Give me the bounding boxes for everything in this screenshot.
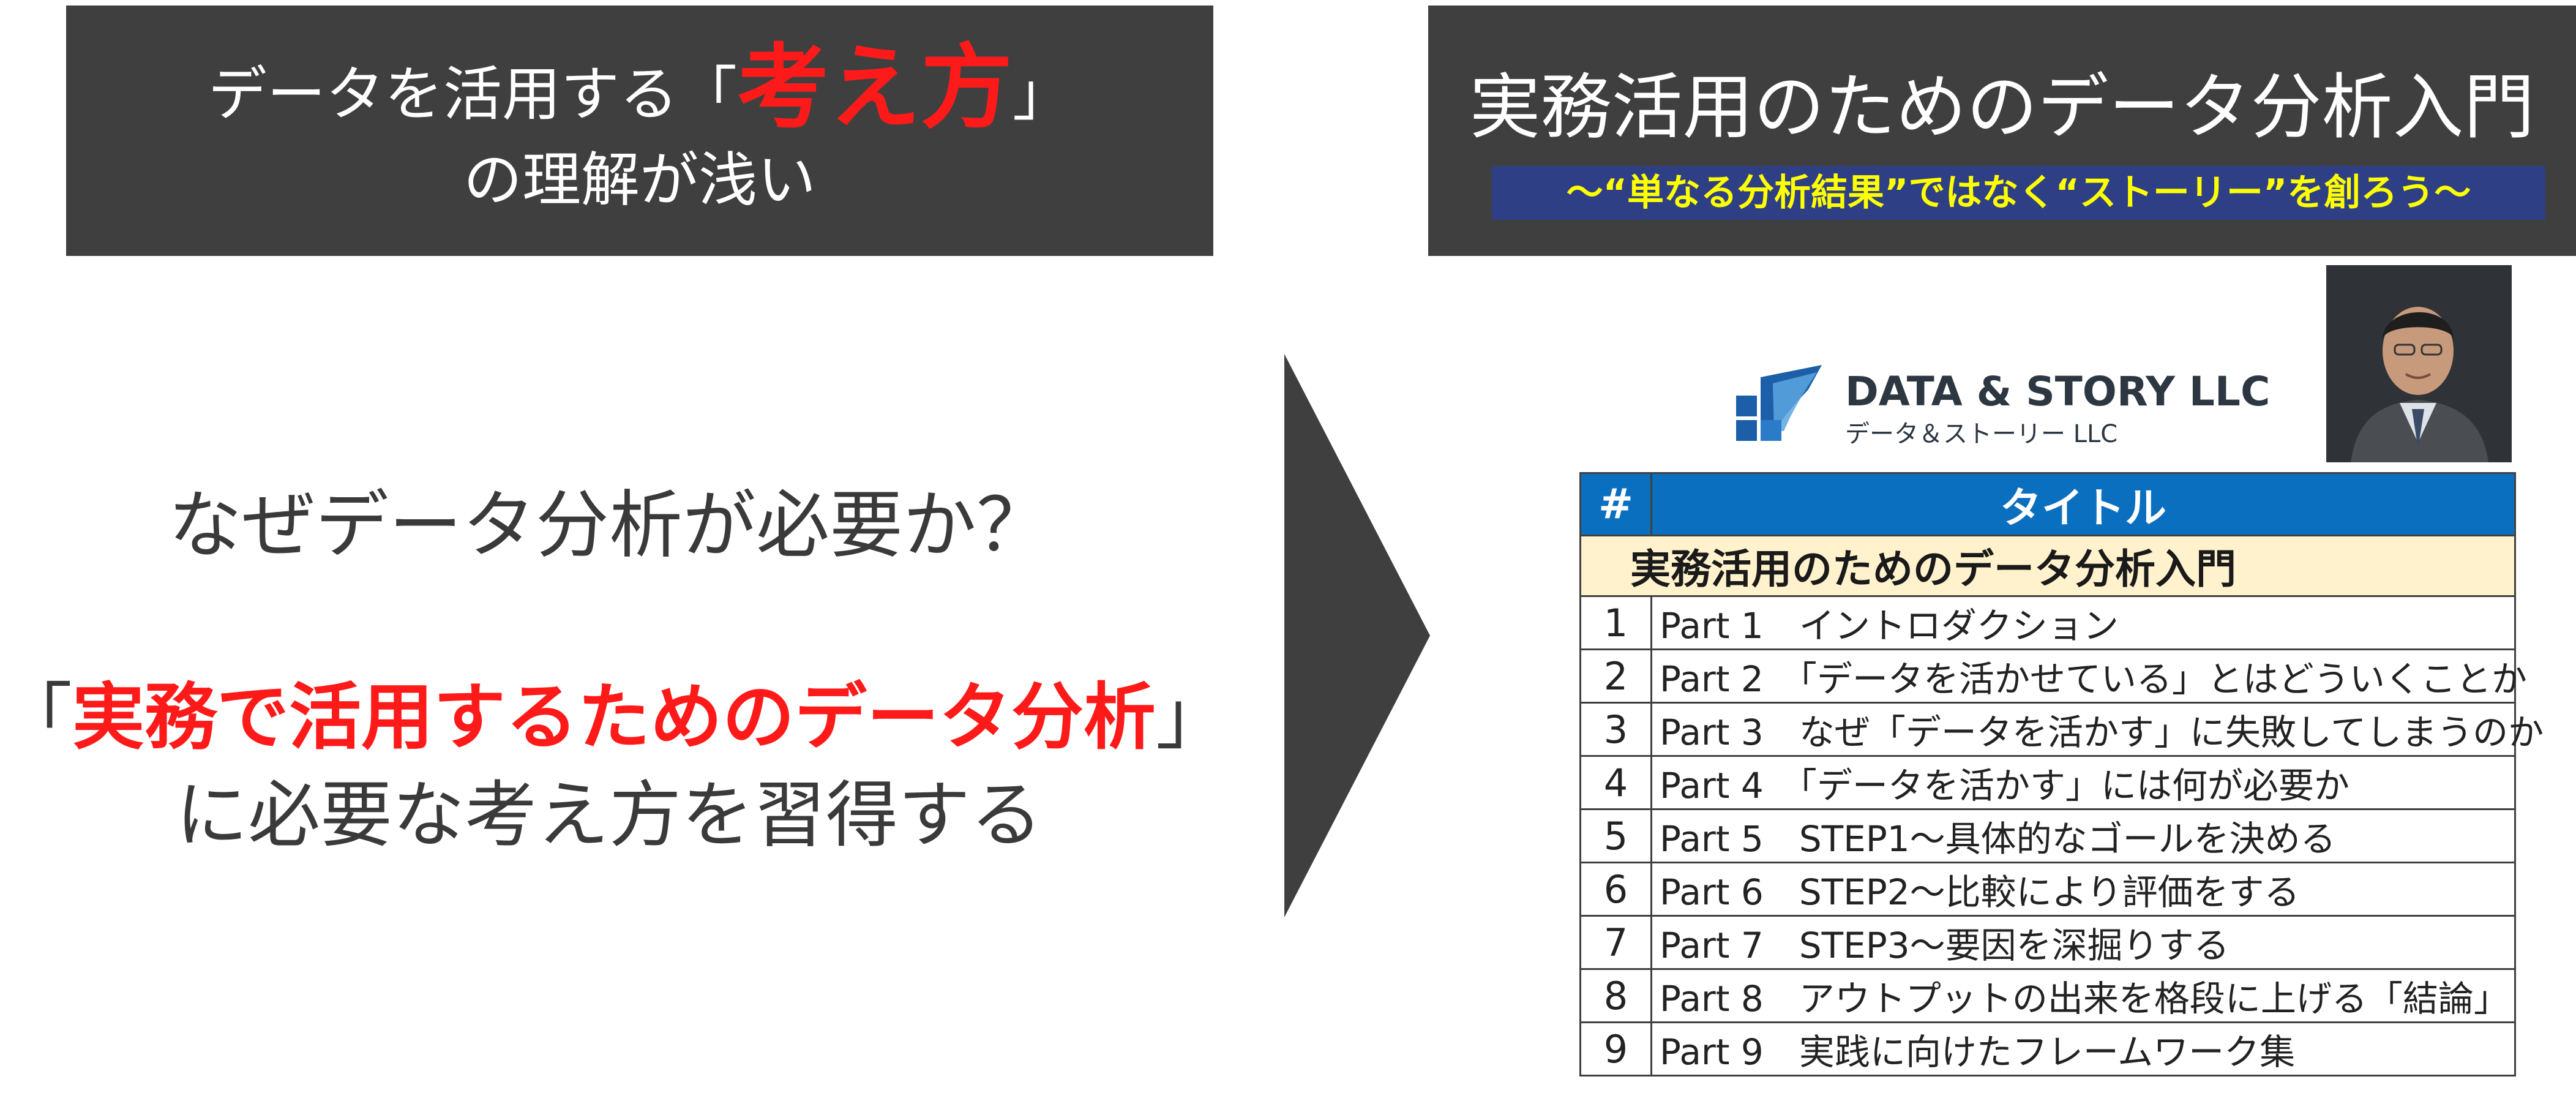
row-title: Part 8 アウトプットの出来を格段に上げる「結論」 <box>1650 968 2516 1023</box>
logo-subtitle: データ＆ストーリー LLC <box>1845 420 2118 448</box>
row-number: 6 <box>1579 862 1652 917</box>
row-title: Part 5 STEP1〜具体的なゴールを決める <box>1650 808 2516 863</box>
row-number: 7 <box>1579 915 1652 970</box>
logo-mark-icon <box>1736 365 1822 441</box>
course-title-box: 実務活用のためのデータ分析入門 〜“単なる分析結果”ではなく“ストーリー”を創ろ… <box>1428 6 2576 256</box>
row-title: Part 9 実践に向けたフレームワーク集 <box>1650 1021 2516 1077</box>
row-title: Part 4 「データを活かす」には何が必要か <box>1650 755 2516 810</box>
problem-line-2: の理解が浅い <box>463 145 816 214</box>
row-number: 2 <box>1579 648 1652 704</box>
row-number: 1 <box>1579 595 1652 650</box>
row-number: 4 <box>1579 755 1652 810</box>
problem-box: データを活用する「考え方」 の理解が浅い <box>66 6 1213 256</box>
question-text: なぜデータ分析が必要か？ <box>168 483 1050 568</box>
row-title: Part 3 なぜ「データを活かす」に失敗してしまうのか <box>1650 702 2544 757</box>
person-icon <box>2326 265 2512 462</box>
goal-line-2: に必要な考え方を習得する <box>175 773 1043 857</box>
row-number: 9 <box>1579 1021 1652 1077</box>
course-subtitle: 〜“単なる分析結果”ではなく“ストーリー”を創ろう〜 <box>1492 166 2545 220</box>
presenter-photo <box>2326 265 2512 462</box>
section-title: 実務活用のためのデータ分析入門 <box>1579 535 2516 597</box>
column-header-number: # <box>1579 472 1652 536</box>
column-header-title: タイトル <box>1650 472 2516 536</box>
row-number: 8 <box>1579 968 1652 1023</box>
section-row: 実務活用のためのデータ分析入門 <box>1579 535 2516 597</box>
company-logo: DATA & STORY LLC データ＆ストーリー LLC <box>1736 365 2287 448</box>
logo-name: DATA & STORY LLC <box>1845 368 2271 415</box>
problem-line-1: データを活用する「考え方」 <box>208 42 1071 140</box>
table-header-row: # タイトル <box>1579 472 2516 536</box>
arrow-right-icon <box>1284 354 1430 917</box>
problem-text: データを活用する「 <box>208 59 737 129</box>
goal-emphasis: 実務で活用するためのデータ分析 <box>72 675 1156 759</box>
problem-emphasis: 考え方 <box>736 34 1013 141</box>
goal-line-1: 「実務で活用するためのデータ分析」 <box>0 658 1228 763</box>
row-title: Part 2 「データを活かせている」とはどういくことか <box>1650 648 2527 704</box>
goal-close-bracket: 」 <box>1156 675 1229 759</box>
row-title: Part 7 STEP3〜要因を深掘りする <box>1650 915 2516 970</box>
row-title: Part 1 イントロダクション <box>1650 595 2516 650</box>
course-title: 実務活用のためのデータ分析入門 <box>1469 66 2535 149</box>
row-number: 3 <box>1579 702 1652 757</box>
row-title: Part 6 STEP2〜比較により評価をする <box>1650 862 2516 917</box>
goal-open-bracket: 「 <box>0 675 73 759</box>
row-number: 5 <box>1579 808 1652 863</box>
problem-bracket: 」 <box>1013 59 1071 129</box>
